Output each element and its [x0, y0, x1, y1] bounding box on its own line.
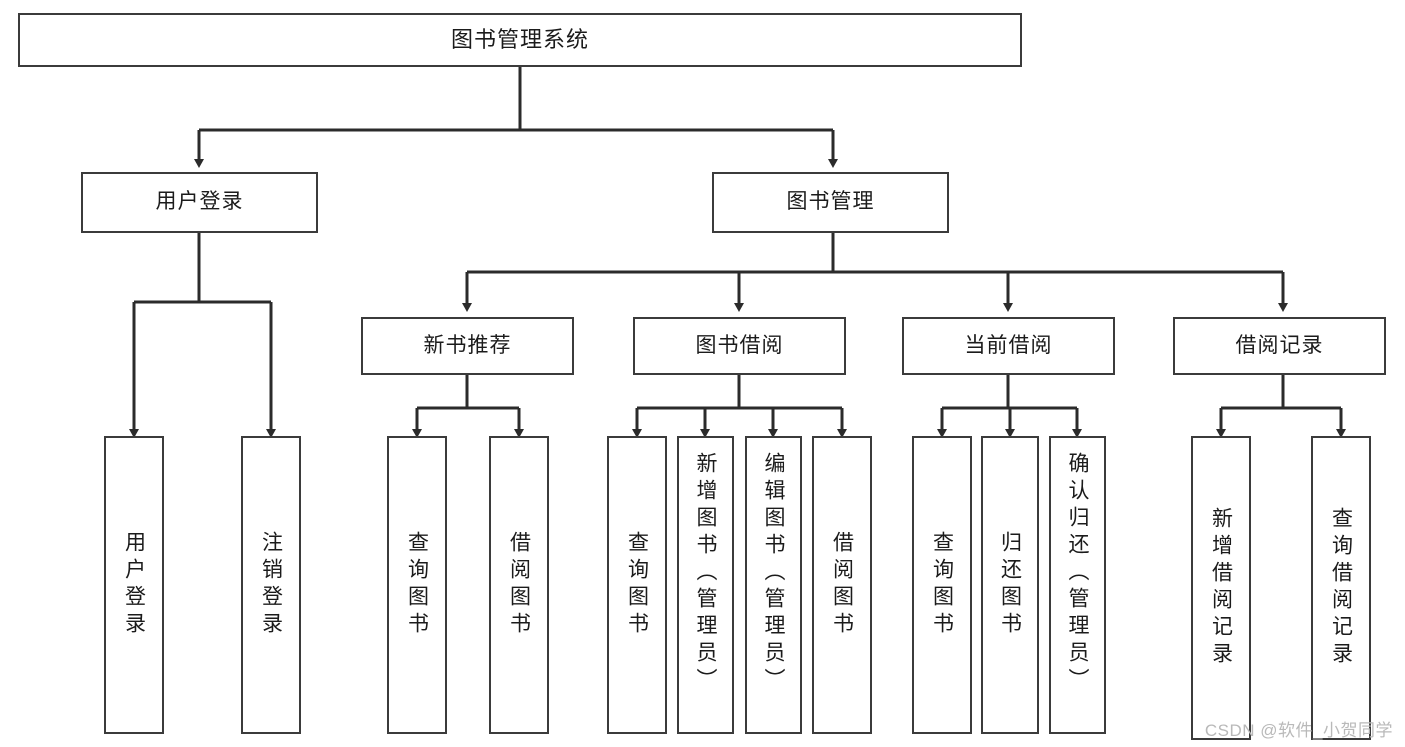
node-label: 借阅图书: [830, 531, 854, 639]
node-root-library-system[interactable]: 图书管理系统: [18, 13, 1022, 67]
node-label: 当前借阅: [964, 333, 1053, 357]
node-label: 查询借阅记录: [1329, 507, 1353, 669]
node-new-book-recommend[interactable]: 新书推荐: [361, 317, 574, 375]
leaf-borrow-borrow-book[interactable]: 借阅图书: [812, 436, 872, 734]
node-book-management[interactable]: 图书管理: [712, 172, 949, 233]
node-label: 查询图书: [405, 531, 429, 639]
leaf-borrow-add-book-admin[interactable]: 新增图书（管理员）: [677, 436, 734, 734]
node-label: 确认归还（管理员）: [1066, 452, 1089, 695]
node-label: 新书推荐: [423, 333, 512, 357]
leaf-user-login-signin[interactable]: 用户登录: [104, 436, 164, 734]
node-current-borrow[interactable]: 当前借阅: [902, 317, 1115, 375]
leaf-current-confirm-return-admin[interactable]: 确认归还（管理员）: [1049, 436, 1106, 734]
node-borrow-records[interactable]: 借阅记录: [1173, 317, 1386, 375]
csdn-watermark: CSDN @软件_小贺同学: [1204, 721, 1393, 740]
leaf-new-book-borrow-book[interactable]: 借阅图书: [489, 436, 549, 734]
node-label: 借阅图书: [507, 531, 531, 639]
node-user-login[interactable]: 用户登录: [81, 172, 318, 233]
node-label: 编辑图书（管理员）: [762, 452, 785, 695]
node-label: 新增借阅记录: [1209, 507, 1233, 669]
node-label: 借阅记录: [1235, 333, 1324, 357]
node-label: 图书管理: [786, 190, 875, 214]
node-label: 查询图书: [930, 531, 954, 639]
node-book-borrow[interactable]: 图书借阅: [633, 317, 846, 375]
node-label: 查询图书: [625, 531, 649, 639]
node-label: 归还图书: [998, 531, 1022, 639]
leaf-new-book-query-book[interactable]: 查询图书: [387, 436, 447, 734]
leaf-borrow-query-book[interactable]: 查询图书: [607, 436, 667, 734]
node-label: 图书借阅: [695, 333, 784, 357]
node-label: 图书管理系统: [450, 27, 589, 53]
leaf-records-query-record[interactable]: 查询借阅记录: [1311, 436, 1371, 740]
leaf-current-return-book[interactable]: 归还图书: [981, 436, 1039, 734]
leaf-records-add-record[interactable]: 新增借阅记录: [1191, 436, 1251, 740]
leaf-current-query-book[interactable]: 查询图书: [912, 436, 972, 734]
leaf-user-login-signout[interactable]: 注销登录: [241, 436, 301, 734]
node-label: 用户登录: [122, 531, 146, 639]
node-label: 新增图书（管理员）: [694, 452, 717, 695]
node-label: 用户登录: [155, 190, 244, 214]
node-label: 注销登录: [259, 531, 283, 639]
leaf-borrow-edit-book-admin[interactable]: 编辑图书（管理员）: [745, 436, 802, 734]
